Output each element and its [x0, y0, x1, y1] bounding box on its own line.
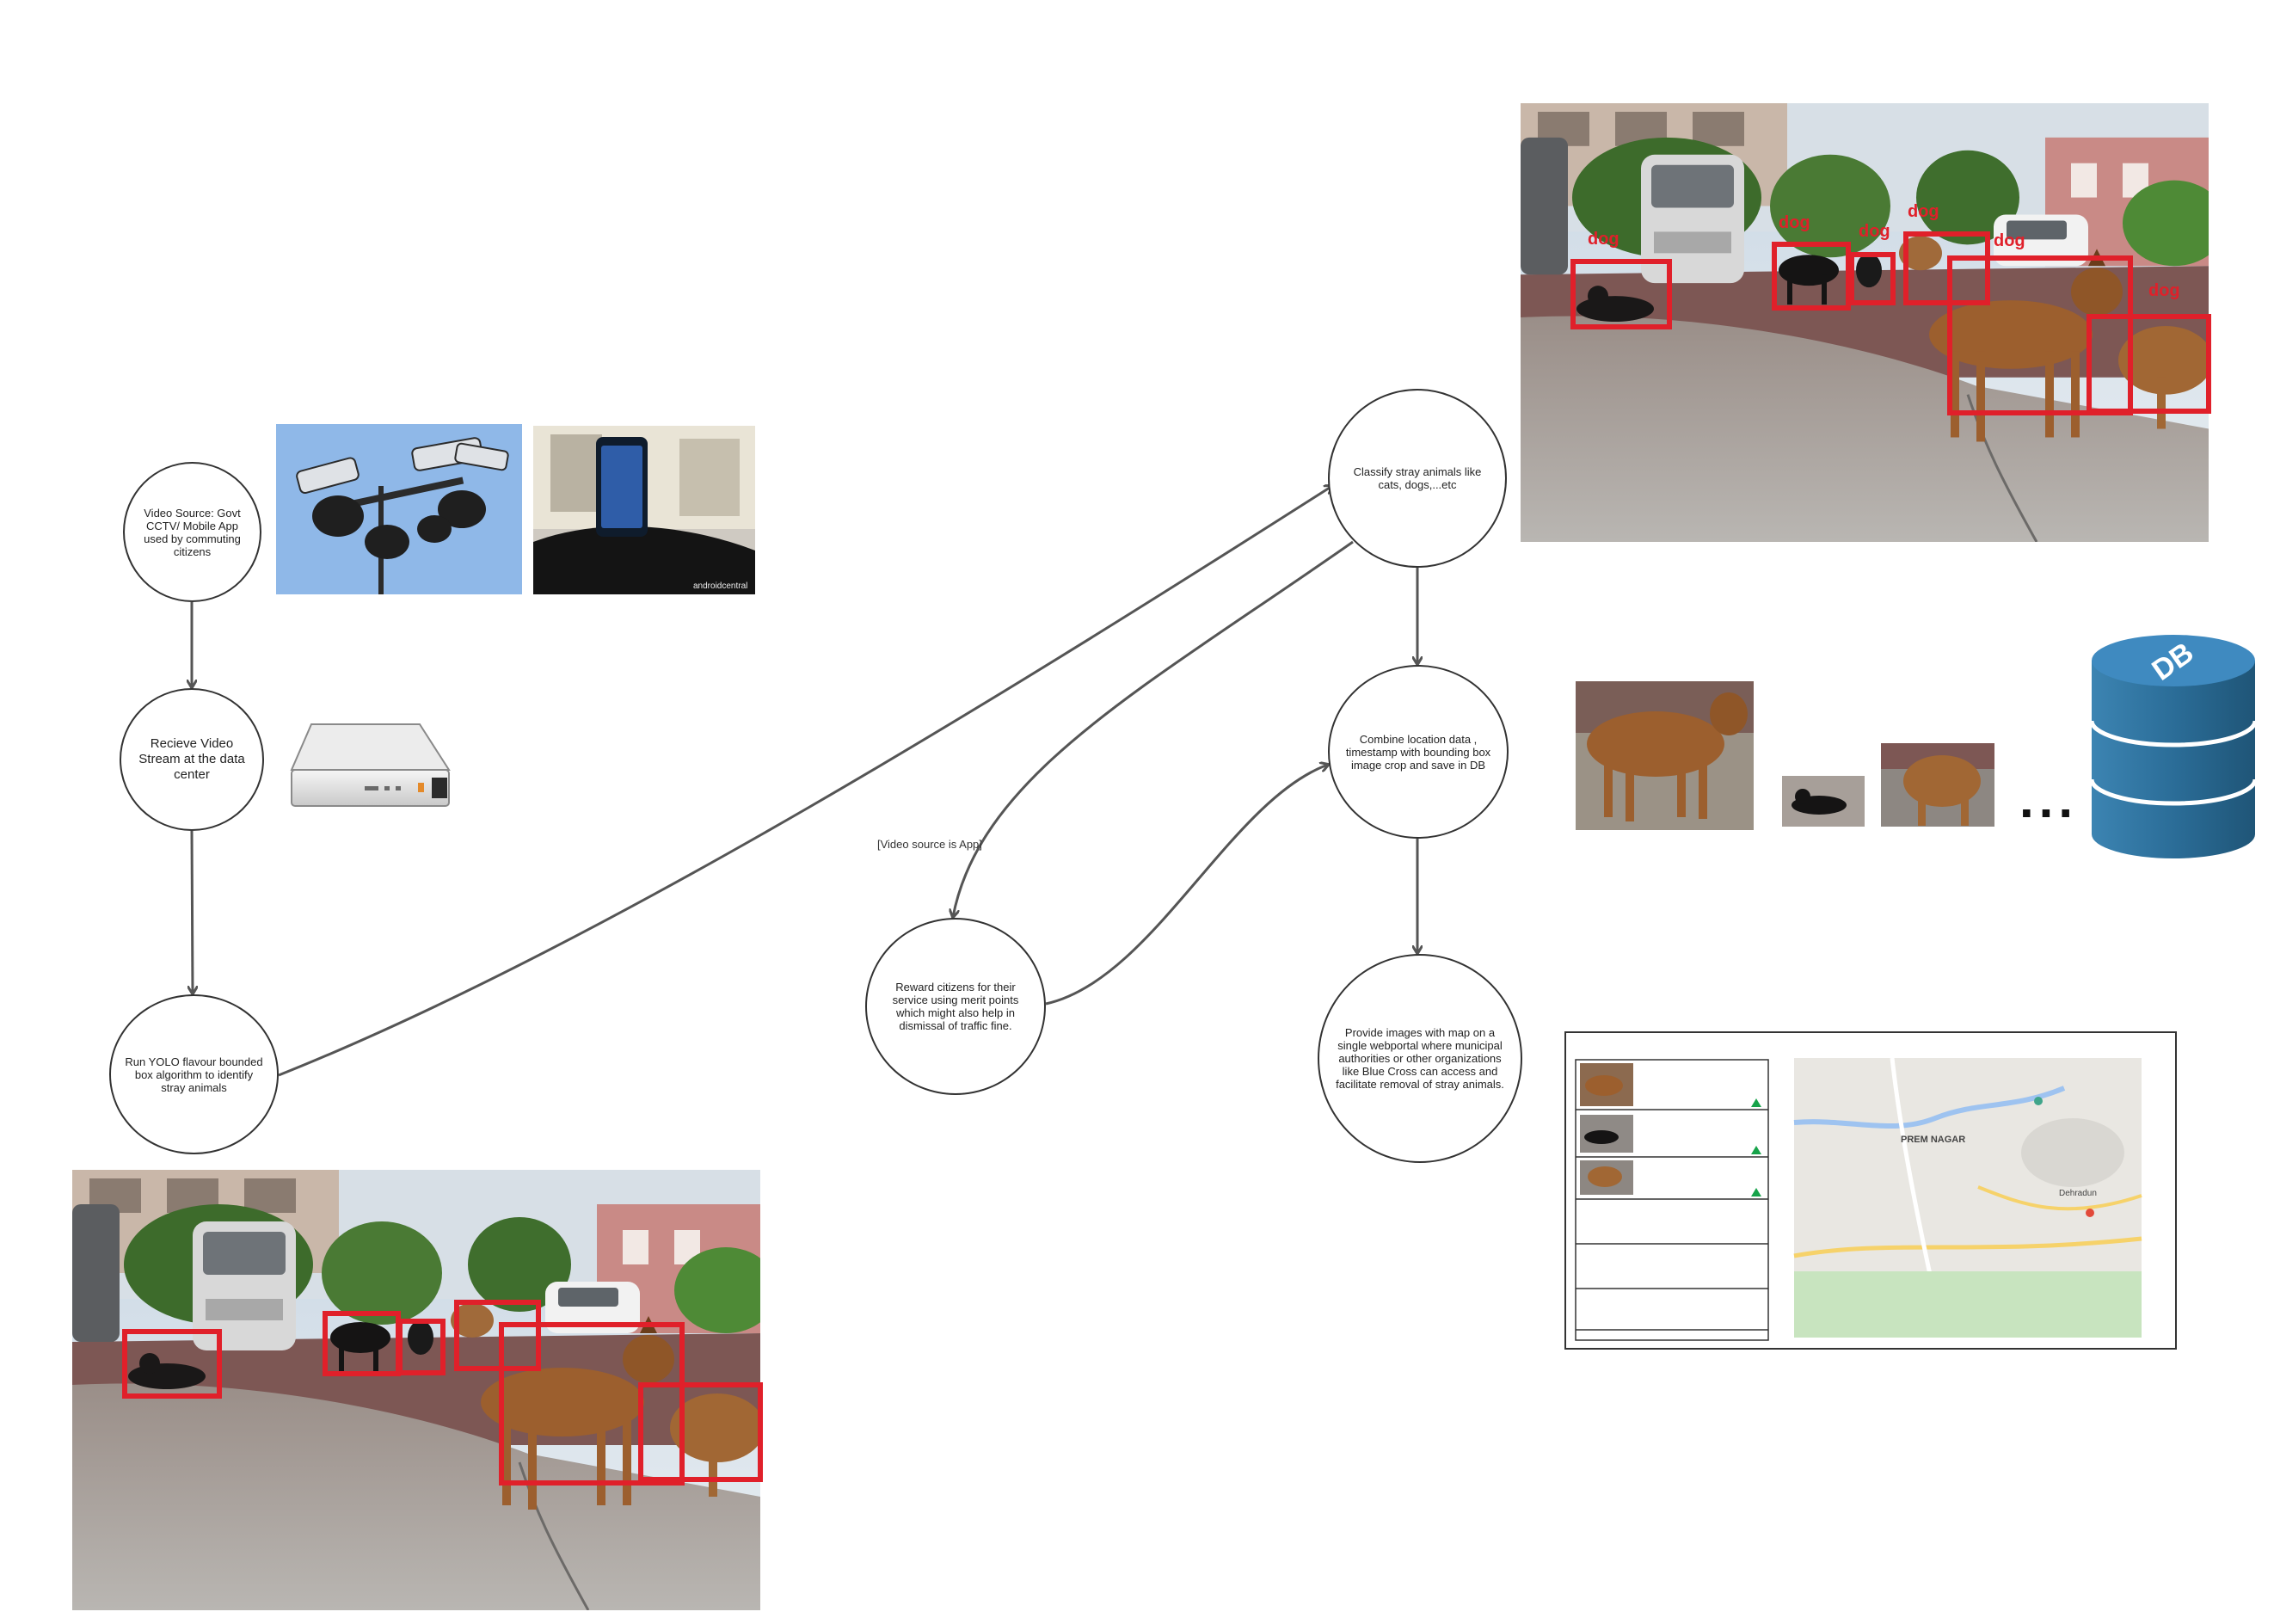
node-label: Reward citizens for their service using … — [892, 981, 1019, 1032]
node-classify[interactable]: Classify stray animals like cats, dogs,.… — [1328, 389, 1507, 568]
edges — [192, 486, 1417, 1077]
bbox — [499, 1322, 685, 1486]
webportal-mockup: PREM NAGAR Dehradun — [1564, 1031, 2177, 1350]
bbox — [2087, 314, 2211, 414]
database-icon: DB — [2089, 635, 2258, 858]
detection-boxes — [122, 1300, 763, 1486]
up-triangle-icon[interactable] — [1751, 1098, 1761, 1107]
node-label: Combine location data , timestamp with b… — [1345, 732, 1491, 772]
dog-classified-photo: dog dog dog dog dog dog — [1521, 103, 2211, 542]
bbox — [1570, 259, 1672, 329]
server-icon — [290, 723, 451, 807]
node-reward[interactable]: Reward citizens for their service using … — [865, 918, 1046, 1095]
node-run-yolo[interactable]: Run YOLO flavour bounded box algorithm t… — [109, 994, 279, 1154]
bbox — [454, 1300, 541, 1371]
bbox — [122, 1329, 222, 1399]
ellipsis: ... — [2019, 771, 2078, 828]
bbox — [1903, 231, 1990, 305]
bbox-label: dog — [1859, 222, 1890, 241]
crop-brown-dog — [1881, 743, 1994, 827]
bbox — [1947, 255, 2133, 415]
bbox — [1849, 252, 1896, 305]
portal-list — [1575, 1059, 1769, 1341]
node-label: Recieve Video Stream at the data center — [138, 736, 245, 782]
map-thumbnail[interactable]: PREM NAGAR Dehradun — [1793, 1057, 2142, 1338]
edge-classify-to-reward — [953, 540, 1354, 917]
map-label: PREM NAGAR — [1901, 1135, 1965, 1145]
crop-big-dog — [1576, 681, 1754, 830]
cctv-camera-photo — [276, 424, 522, 594]
watermark-text: androidcentral — [693, 581, 747, 591]
edge-receive-to-yolo — [192, 830, 193, 993]
edge-reward-to-combine — [1045, 765, 1328, 1006]
bbox — [1772, 242, 1851, 311]
node-label: Video Source: Govt CCTV/ Mobile App used… — [144, 506, 241, 558]
node-label: Provide images with map on a single webp… — [1336, 1026, 1504, 1091]
dog-detection-photo — [72, 1170, 763, 1610]
node-video-source[interactable]: Video Source: Govt CCTV/ Mobile App used… — [123, 462, 261, 602]
phone-mount-photo: androidcentral — [533, 426, 755, 594]
up-triangle-icon[interactable] — [1751, 1188, 1761, 1196]
classified-boxes — [1570, 231, 2211, 415]
bbox-label: dog — [1994, 231, 2025, 250]
up-triangle-icon[interactable] — [1751, 1146, 1761, 1154]
node-label: Classify stray animals like cats, dogs,.… — [1353, 465, 1482, 491]
edge-yolo-to-classify — [278, 486, 1332, 1077]
bbox-label: dog — [2148, 281, 2180, 300]
bbox — [638, 1382, 763, 1482]
node-provide[interactable]: Provide images with map on a single webp… — [1318, 954, 1522, 1163]
node-receive-stream[interactable]: Recieve Video Stream at the data center — [120, 688, 264, 831]
bbox-label: dog — [1588, 230, 1619, 249]
bbox — [397, 1319, 446, 1375]
bbox-label: dog — [1908, 202, 1939, 221]
crops-row — [1576, 681, 1994, 830]
map-label: Dehradun — [2059, 1189, 2097, 1198]
node-label: Run YOLO flavour bounded box algorithm t… — [125, 1055, 263, 1094]
bbox-label: dog — [1779, 213, 1810, 232]
crop-black-dog — [1782, 776, 1865, 827]
node-combine[interactable]: Combine location data , timestamp with b… — [1328, 665, 1509, 839]
edge-label-app-source: [Video source is App] — [877, 838, 982, 851]
